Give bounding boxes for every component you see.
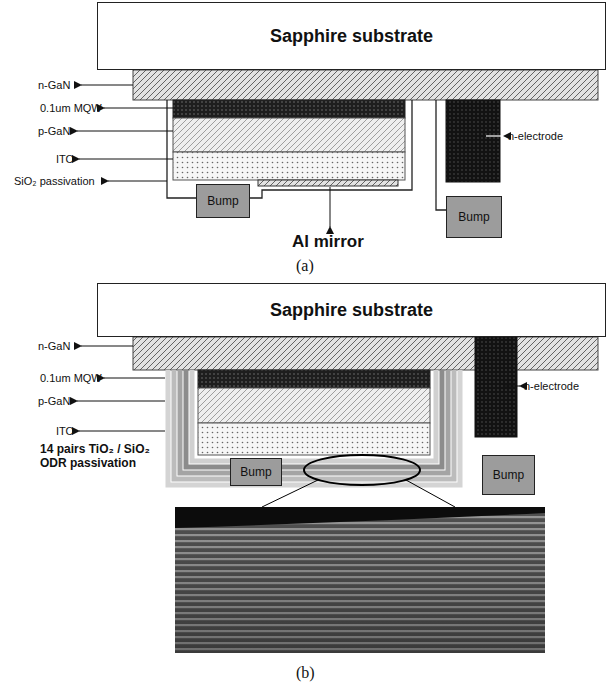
leader-line	[81, 346, 133, 347]
leader-line	[79, 431, 165, 432]
bump-pad: Bump	[482, 455, 535, 495]
layer-label: p-GaN	[38, 395, 70, 408]
node-text: Sapphire substrate	[270, 26, 433, 47]
layer-label: n-electrode	[524, 380, 579, 393]
layer-label: p-GaN	[38, 125, 70, 138]
p-gan-layer	[198, 388, 430, 423]
substrate-box: Sapphire substrate	[97, 2, 606, 70]
leader-line	[79, 159, 173, 160]
node-text: Bump	[207, 194, 238, 208]
layer-label: n-electrode	[508, 130, 563, 143]
leader-line	[505, 386, 520, 387]
n-electrode-pad	[446, 100, 500, 182]
leader-line	[330, 187, 331, 227]
layer-label: 0.1um MQW	[40, 102, 102, 115]
p-gan-layer	[173, 118, 405, 152]
figure-label: (a)	[296, 257, 314, 275]
leader-line	[77, 131, 173, 132]
leader-line	[104, 378, 165, 379]
leader-line	[108, 181, 167, 182]
layer-label: ITO	[56, 425, 74, 438]
ito-layer	[173, 152, 405, 180]
layer-label: 0.1um MQW	[40, 372, 102, 385]
node-text: Bump	[493, 468, 524, 482]
substrate-box: Sapphire substrate	[97, 283, 606, 337]
sem-image	[175, 507, 545, 653]
mqw-layer	[198, 370, 430, 388]
zoom-line	[406, 480, 455, 507]
figure-label: (b)	[296, 664, 315, 682]
ito-layer	[198, 423, 430, 455]
layer-label: SiO₂ passivation	[14, 175, 95, 188]
al-mirror	[258, 180, 398, 186]
zoom-ellipse	[304, 455, 420, 485]
layer-label: n-GaN	[38, 79, 70, 92]
layer-label: n-GaN	[38, 340, 70, 353]
n-gan-layer	[133, 337, 598, 370]
bump-pad: Bump	[230, 458, 282, 486]
odr-passivation	[168, 370, 460, 485]
node-text: Bump	[458, 210, 489, 224]
bump-pad: Bump	[446, 196, 502, 238]
leader-line	[486, 135, 504, 136]
n-electrode-pad	[475, 337, 517, 437]
node-text: Sapphire substrate	[270, 300, 433, 321]
leader-line	[104, 108, 173, 109]
mqw-layer	[173, 100, 405, 118]
node-text: Bump	[240, 465, 271, 479]
bump-pad: Bump	[196, 184, 250, 218]
leader-line	[81, 85, 133, 86]
part-label: Al mirror	[292, 232, 364, 252]
layer-label: 14 pairs TiO₂ / SiO₂ ODR passivation	[40, 443, 152, 471]
n-gan-layer	[133, 70, 598, 100]
leader-line	[77, 401, 165, 402]
layer-label: ITO	[56, 153, 74, 166]
